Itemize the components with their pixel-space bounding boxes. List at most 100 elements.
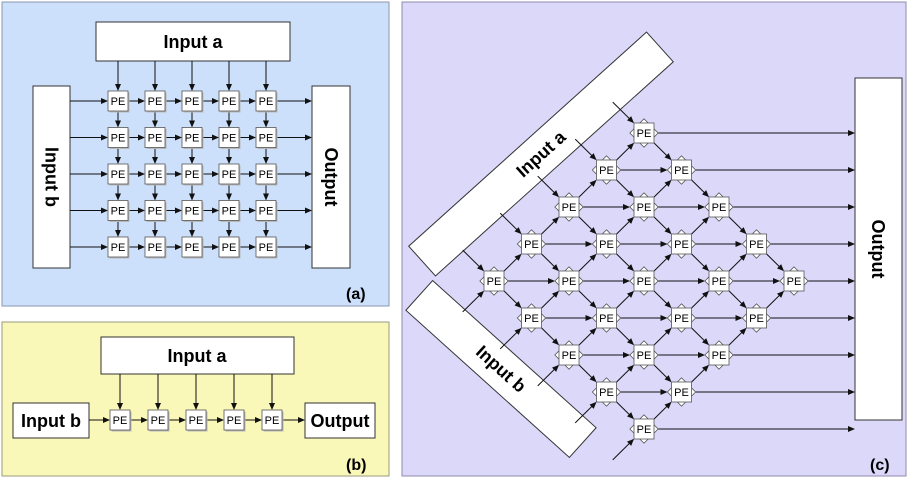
c-link [578, 327, 597, 346]
c-link [616, 216, 635, 235]
panel-a-output-label: Output [321, 148, 341, 207]
a-pe-1-0-label: PE [111, 133, 126, 145]
a-pe-4-1 [144, 236, 166, 258]
a-pe-2-2 [181, 163, 203, 185]
c-link [578, 253, 597, 272]
c-link [499, 327, 522, 350]
a-pe-4-0-label: PE [111, 242, 126, 254]
c-link [691, 216, 710, 235]
a-pe-3-1-label: PE [148, 206, 163, 218]
c-link [766, 290, 785, 309]
c-link [691, 364, 710, 383]
c-link [616, 179, 635, 198]
a-pe-0-2 [181, 90, 203, 112]
panel-a-input-b-box [32, 85, 71, 269]
a-pe-2-4 [255, 163, 277, 185]
c-pe-2-1: PE [591, 303, 622, 333]
a-pe-0-0-label: PE [111, 96, 126, 108]
c-link [612, 101, 635, 124]
b-pe-4 [261, 409, 283, 431]
panel-c-pe-array: PEPEPEPEPEPEPEPEPEPEPEPEPEPEPEPEPEPEPEPE… [462, 101, 855, 461]
a-pe-1-2-label: PE [185, 133, 200, 145]
a-pe-4-1-label: PE [148, 242, 163, 254]
c-pe-1-3: PE [629, 192, 659, 222]
a-pe-3-0 [107, 200, 129, 221]
a-pe-2-3-label: PE [222, 169, 237, 181]
a-pe-2-1 [144, 163, 166, 185]
panel-c-caption: (c) [870, 457, 890, 474]
b-pe-2-label: PE [189, 415, 204, 427]
panel-b-input-b-box [12, 402, 90, 439]
a-pe-3-0-label: PE [111, 206, 126, 218]
c-pe-4-3-label: PE [749, 313, 764, 325]
c-pe-1-1-label: PE [562, 276, 577, 288]
c-pe-3-1: PE [629, 340, 659, 370]
c-link [612, 438, 635, 461]
c-link [653, 401, 672, 420]
panel-a-input-a-box [95, 21, 291, 62]
c-pe-0-3: PE [591, 155, 622, 185]
c-pe-4-4-label: PE [787, 276, 802, 288]
a-pe-1-1-label: PE [148, 133, 163, 145]
panel-b-caption: (b) [346, 457, 366, 474]
b-pe-3 [223, 409, 245, 431]
c-link [653, 327, 672, 346]
c-link [541, 216, 560, 235]
a-pe-2-3 [218, 163, 240, 185]
c-pe-4-0-label: PE [637, 424, 652, 436]
panel-b-input-a-box [100, 336, 295, 375]
c-pe-4-1: PE [666, 377, 697, 407]
a-pe-1-3 [218, 127, 240, 148]
b-pe-3-label: PE [227, 415, 242, 427]
c-link [578, 290, 597, 309]
c-link [574, 401, 597, 424]
c-link [578, 179, 597, 198]
c-link [653, 216, 672, 235]
panel-c-output-label: Output [868, 220, 888, 279]
c-link [503, 253, 522, 272]
c-pe-1-2: PE [591, 229, 622, 259]
c-pe-2-0-label: PE [562, 350, 577, 362]
c-pe-1-4: PE [666, 155, 697, 185]
panel-c-background [401, 1, 907, 477]
a-pe-2-0 [107, 163, 129, 185]
a-pe-4-2-label: PE [185, 242, 200, 254]
c-link [653, 253, 672, 272]
a-pe-1-3-label: PE [222, 133, 237, 145]
a-pe-2-1-label: PE [148, 169, 163, 181]
panel-b-output-box [304, 402, 376, 439]
panel-a-caption: (a) [346, 286, 366, 303]
c-pe-4-3: PE [741, 303, 772, 333]
a-pe-2-0-label: PE [111, 169, 126, 181]
c-link [578, 216, 597, 235]
panel-a-output-box [311, 85, 351, 269]
c-pe-0-3-label: PE [599, 165, 614, 177]
c-pe-2-3: PE [666, 229, 697, 259]
c-pe-2-4: PE [704, 192, 734, 222]
c-pe-3-3: PE [704, 266, 734, 296]
c-link [574, 138, 597, 161]
c-link [728, 290, 747, 309]
c-link [616, 290, 635, 309]
c-pe-4-4: PE [779, 266, 809, 296]
c-pe-3-4-label: PE [749, 239, 764, 251]
a-pe-0-3-label: PE [222, 96, 237, 108]
a-pe-0-4-label: PE [259, 96, 274, 108]
c-pe-1-1: PE [554, 266, 584, 296]
a-pe-2-2-label: PE [185, 169, 200, 181]
panel-b-input-b-label: Input b [21, 411, 81, 431]
a-pe-1-1 [144, 127, 166, 148]
c-link [616, 253, 635, 272]
a-pe-1-4 [255, 127, 277, 148]
panel-c-output-box [854, 77, 903, 421]
c-link [653, 179, 672, 198]
c-pe-0-2: PE [554, 192, 584, 222]
c-link [728, 327, 747, 346]
c-link [728, 216, 747, 235]
c-pe-3-4: PE [741, 229, 772, 259]
c-link [691, 290, 710, 309]
a-pe-0-1 [144, 90, 166, 112]
c-link [541, 290, 560, 309]
